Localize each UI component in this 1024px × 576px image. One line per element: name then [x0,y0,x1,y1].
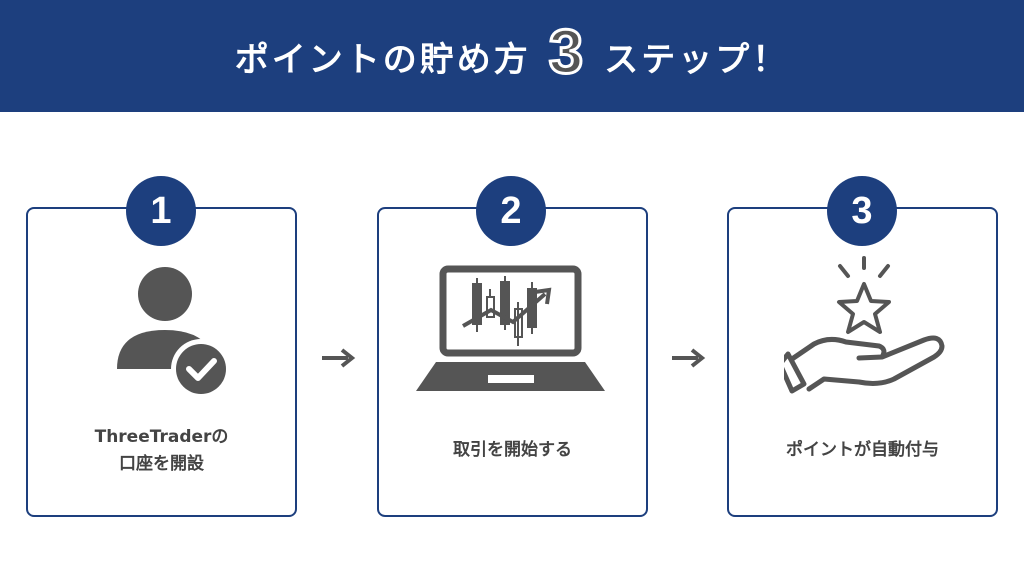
hand-star-icon [784,256,945,394]
step-3-number: 3 [827,176,897,246]
step-2-number: 2 [476,176,546,246]
step-1-line1: ThreeTraderの [94,427,229,447]
title-prefix: ポイントの貯め方 [234,39,531,80]
arrow-right-icon [322,348,356,368]
step-3-card: ポイントが自動付与 [727,207,998,517]
step-2-label: 取引を開始する [453,440,572,460]
step-2-card: 取引を開始する [377,207,648,517]
title-number: 3 [547,16,587,88]
step-1-line2: 口座を開設 [119,454,204,474]
header-banner: ポイントの貯め方 3 ステップ！ [0,0,1024,112]
step-1-card: ThreeTraderの 口座を開設 [26,207,297,517]
step-1-number: 1 [126,176,196,246]
step-1-label: ThreeTraderの 口座を開設 [28,424,295,478]
step-3-label: ポイントが自動付与 [786,440,939,460]
user-check-icon [117,267,231,399]
title-suffix: ステップ！ [604,39,790,80]
arrow-right-icon [672,348,706,368]
laptop-chart-icon [416,265,605,391]
